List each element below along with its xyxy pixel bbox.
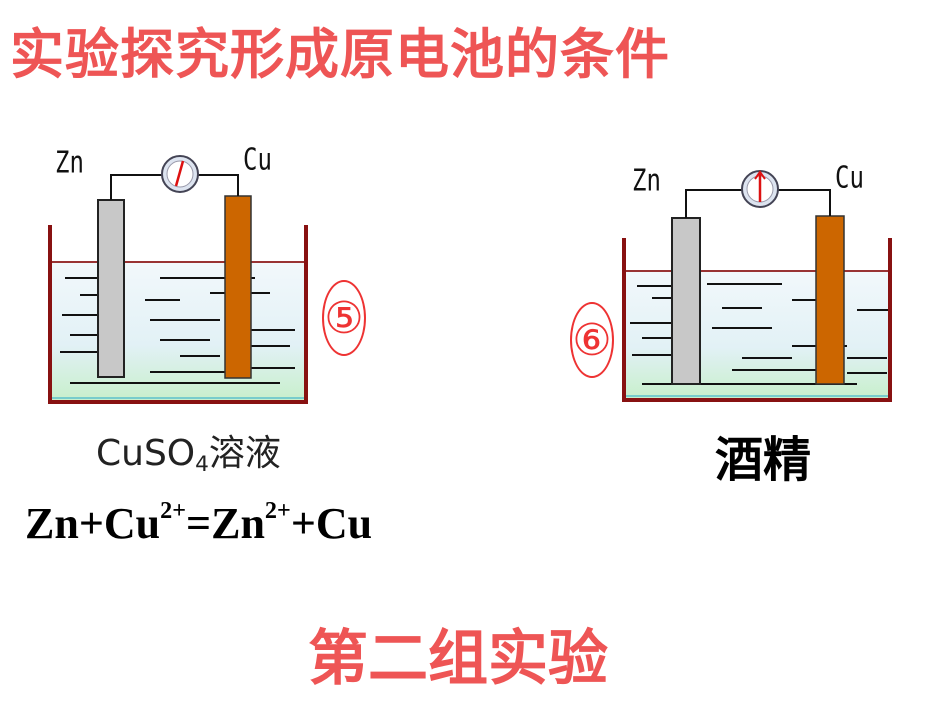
galvanometer-icon [741, 170, 779, 208]
solution-lines [60, 277, 295, 384]
reaction-equation: Zn+Cu2+=Zn2++Cu [25, 497, 373, 548]
beaker [48, 225, 308, 404]
wire [110, 174, 239, 200]
cell-5-solution-label: CuSO4溶液 [96, 433, 281, 477]
zinc-electrode [671, 217, 701, 385]
group-subtitle: 第二组实验 [308, 624, 608, 694]
cell-6-solution-label: 酒精 [715, 432, 812, 488]
wire [685, 189, 831, 218]
beaker [622, 238, 892, 402]
galvanometer-icon [161, 155, 199, 193]
cell-5-cu-label: Cu [243, 142, 272, 177]
solution-liquid [626, 271, 888, 398]
zinc-electrode [97, 199, 125, 378]
cell-6-cu-label: Cu [835, 160, 864, 195]
cell-6-zn-label: Zn [632, 163, 661, 198]
cell-5-zn-label: Zn [55, 145, 84, 180]
cell-5-number: ⑤ [322, 280, 366, 356]
copper-electrode [815, 215, 845, 385]
page-title: 实验探究形成原电池的条件 [10, 23, 670, 86]
copper-electrode [224, 195, 252, 379]
cell-6-number: ⑥ [570, 302, 614, 378]
cell-6-apparatus [622, 170, 892, 402]
cell-5-apparatus [48, 155, 308, 404]
